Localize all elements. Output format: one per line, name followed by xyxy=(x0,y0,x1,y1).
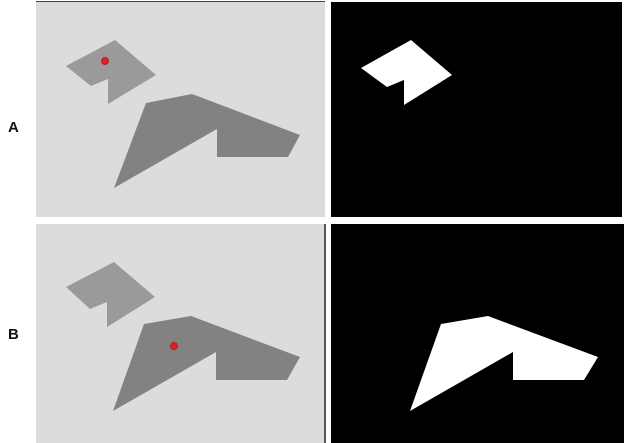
input-image-b-canvas xyxy=(66,262,300,411)
small-polygon xyxy=(66,262,155,327)
large-polygon xyxy=(114,94,300,188)
seed-point xyxy=(101,57,109,65)
small-polygon xyxy=(66,40,156,104)
row-label-a: A xyxy=(8,119,19,136)
top-border xyxy=(36,1,325,2)
large-polygon xyxy=(113,316,300,411)
mask-image-b xyxy=(331,224,624,443)
input-image-a xyxy=(36,2,325,217)
mask-large-polygon xyxy=(410,316,598,411)
mask-image-b-canvas xyxy=(410,316,598,411)
mask-image-a-canvas xyxy=(361,40,452,105)
input-image-a-canvas xyxy=(66,40,300,188)
seed-point xyxy=(170,342,178,350)
row-label-b: B xyxy=(8,326,19,343)
input-image-b xyxy=(36,224,324,443)
mask-image-a xyxy=(331,2,622,217)
vertical-divider xyxy=(324,224,326,443)
mask-small-polygon xyxy=(361,40,452,105)
